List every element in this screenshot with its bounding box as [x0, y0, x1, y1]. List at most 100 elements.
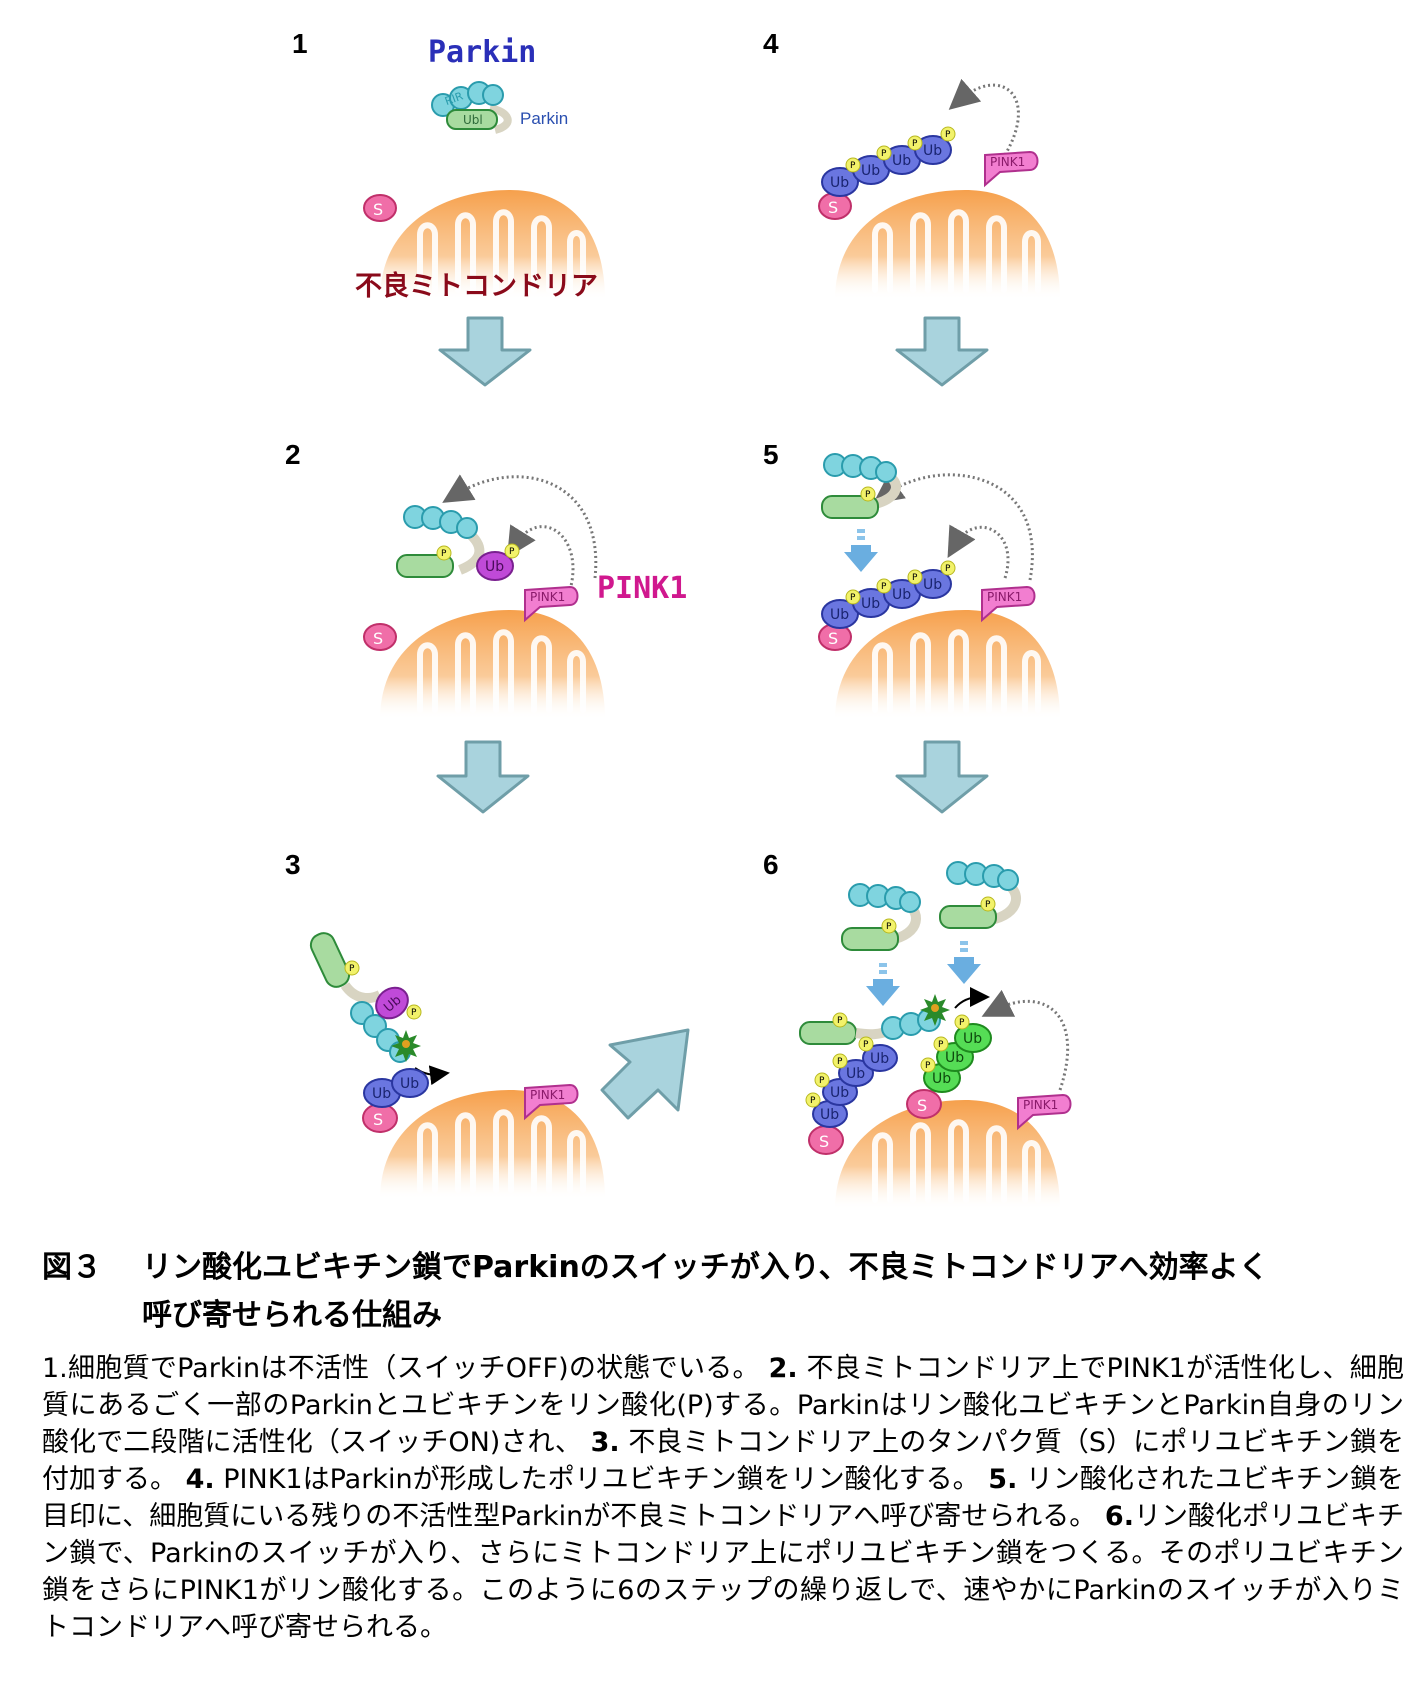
svg-text:S: S — [917, 1096, 927, 1115]
active-parkin-6: P — [799, 987, 990, 1045]
new-ub-chain-6b: Ub Ub Ub P P P — [920, 1014, 992, 1093]
s-domain-2: S — [363, 623, 397, 651]
pink1-3: PINK1 — [524, 1083, 579, 1121]
active-site-star-3 — [391, 1030, 421, 1062]
panel-number-6: 6 — [763, 849, 779, 880]
svg-text:Ub: Ub — [923, 577, 942, 593]
svg-text:P: P — [912, 139, 918, 149]
svg-text:Ub: Ub — [830, 175, 849, 191]
svg-text:PINK1: PINK1 — [990, 155, 1025, 169]
svg-text:P: P — [837, 1016, 843, 1026]
arrow-5-to-6 — [895, 740, 989, 814]
svg-text:Ub: Ub — [892, 587, 911, 603]
svg-text:Ub: Ub — [861, 596, 880, 612]
diagram-canvas: 1 4 2 5 3 6 Parkin RIR Ubl Parkin S 不良ミト… — [285, 28, 1072, 1220]
recruit-arrow-5 — [844, 529, 878, 572]
svg-text:P: P — [886, 922, 892, 932]
step-6-number: 6. — [1104, 1501, 1134, 1532]
s-domain-1: S — [363, 194, 397, 222]
svg-text:P: P — [945, 564, 951, 574]
s-domain-6a: S — [808, 1125, 844, 1155]
svg-text:PINK1: PINK1 — [530, 590, 565, 604]
panel-number-4: 4 — [763, 28, 779, 59]
panel-number-5: 5 — [763, 439, 779, 470]
step-5-number: 5. — [988, 1464, 1018, 1495]
step-3-number: 3. — [590, 1427, 620, 1458]
svg-text:Ub: Ub — [963, 1031, 982, 1047]
step-1-number: 1. — [42, 1353, 68, 1384]
inactive-parkin-5: P — [821, 453, 901, 519]
phospho-ub-chain-4: Ub Ub Ub Ub P P P P — [821, 126, 956, 197]
panel-1: Parkin RIR Ubl Parkin S 不良ミトコンドリア — [355, 35, 605, 302]
activated-parkin-2: P — [396, 505, 485, 578]
pink1-6: PINK1 — [1017, 1093, 1072, 1131]
s-domain-6b: S — [906, 1089, 942, 1119]
svg-text:P: P — [985, 900, 991, 910]
step-2-number: 2. — [768, 1353, 798, 1384]
figure-description: 1.細胞質でParkinは不活性（スイッチOFF)の状態でいる。 2. 不良ミト… — [42, 1350, 1404, 1646]
svg-text:PINK1: PINK1 — [1023, 1098, 1058, 1112]
pink1-5: PINK1 — [981, 585, 1036, 623]
svg-text:Ub: Ub — [923, 143, 942, 159]
arrow-2-to-3 — [436, 740, 530, 814]
svg-text:Ub: Ub — [830, 607, 849, 623]
svg-text:Ub: Ub — [870, 1051, 889, 1067]
recruit-arrows-6 — [866, 941, 981, 1006]
inactive-parkin-6a: P — [841, 883, 921, 951]
svg-text:P: P — [819, 1076, 825, 1086]
svg-text:P: P — [441, 549, 447, 559]
pink1-title: PINK1 — [597, 571, 687, 606]
svg-text:Ub: Ub — [945, 1050, 964, 1066]
panel-3: P Ub P S Ub Ub — [309, 932, 605, 1200]
svg-text:P: P — [959, 1018, 965, 1028]
step-arrows — [436, 316, 989, 1120]
inactive-parkin: RIR Ubl — [431, 81, 512, 134]
step-2-text: 不良ミトコンドリア上でPINK1が活性化し、細胞質にあるごく一部のParkinと… — [42, 1353, 1404, 1458]
svg-text:S: S — [828, 198, 838, 217]
step-6-text: リン酸化ポリユビキチン鎖で、Parkinのスイッチが入り、さらにミトコンドリア上… — [42, 1501, 1404, 1643]
ubl-label: Ubl — [463, 113, 483, 127]
arrow-4-to-5 — [895, 316, 989, 387]
parkin-small-label: Parkin — [520, 109, 568, 128]
svg-text:P: P — [837, 1057, 843, 1067]
svg-text:PINK1: PINK1 — [530, 1088, 565, 1102]
figure-title-line2: 呼び寄せられる仕組み — [142, 1298, 442, 1333]
svg-text:Ub: Ub — [485, 559, 504, 575]
svg-text:S: S — [373, 629, 383, 648]
mitochondrion-2 — [380, 610, 605, 720]
svg-text:Ub: Ub — [861, 163, 880, 179]
panel-5: P S Ub Ub Ub Ub P P P P — [818, 453, 1060, 720]
parkin-ub: Ub P — [476, 543, 520, 581]
svg-text:P: P — [865, 490, 871, 500]
step-3-text: 不良ミトコンドリア上のタンパク質（S）にポリユビキチン鎖を付加する。 — [42, 1427, 1404, 1495]
svg-text:Ub: Ub — [932, 1071, 951, 1087]
s-domain-4: S — [818, 192, 852, 220]
svg-text:P: P — [411, 1008, 417, 1018]
svg-text:P: P — [925, 1061, 931, 1071]
arrow-1-to-2 — [438, 316, 532, 387]
svg-text:P: P — [881, 582, 887, 592]
svg-text:P: P — [349, 964, 355, 974]
s-domain-3: S — [362, 1103, 398, 1133]
rir-label: RIR — [443, 89, 465, 108]
svg-text:S: S — [828, 629, 838, 648]
svg-text:Ub: Ub — [892, 153, 911, 169]
svg-text:Ub: Ub — [372, 1086, 391, 1102]
panel-number-3: 3 — [285, 849, 301, 880]
step-1-text: 細胞質でParkinは不活性（スイッチOFF)の状態でいる。 — [67, 1353, 760, 1384]
svg-text:S: S — [819, 1132, 829, 1151]
svg-text:Ub: Ub — [820, 1107, 839, 1123]
panel-4: S Ub Ub Ub Ub P P P P PINK1 — [818, 78, 1060, 300]
svg-text:Ub: Ub — [846, 1066, 865, 1082]
active-site-star-6 — [920, 994, 950, 1026]
damaged-mito-label: 不良ミトコンドリア — [355, 270, 598, 302]
svg-text:P: P — [810, 1096, 816, 1106]
panel-number-2: 2 — [285, 439, 301, 470]
svg-text:P: P — [912, 573, 918, 583]
svg-text:P: P — [938, 1040, 944, 1050]
svg-text:P: P — [850, 161, 856, 171]
svg-text:S: S — [373, 1110, 383, 1129]
figure-label: 図３ — [42, 1250, 102, 1285]
svg-text:P: P — [881, 149, 887, 159]
